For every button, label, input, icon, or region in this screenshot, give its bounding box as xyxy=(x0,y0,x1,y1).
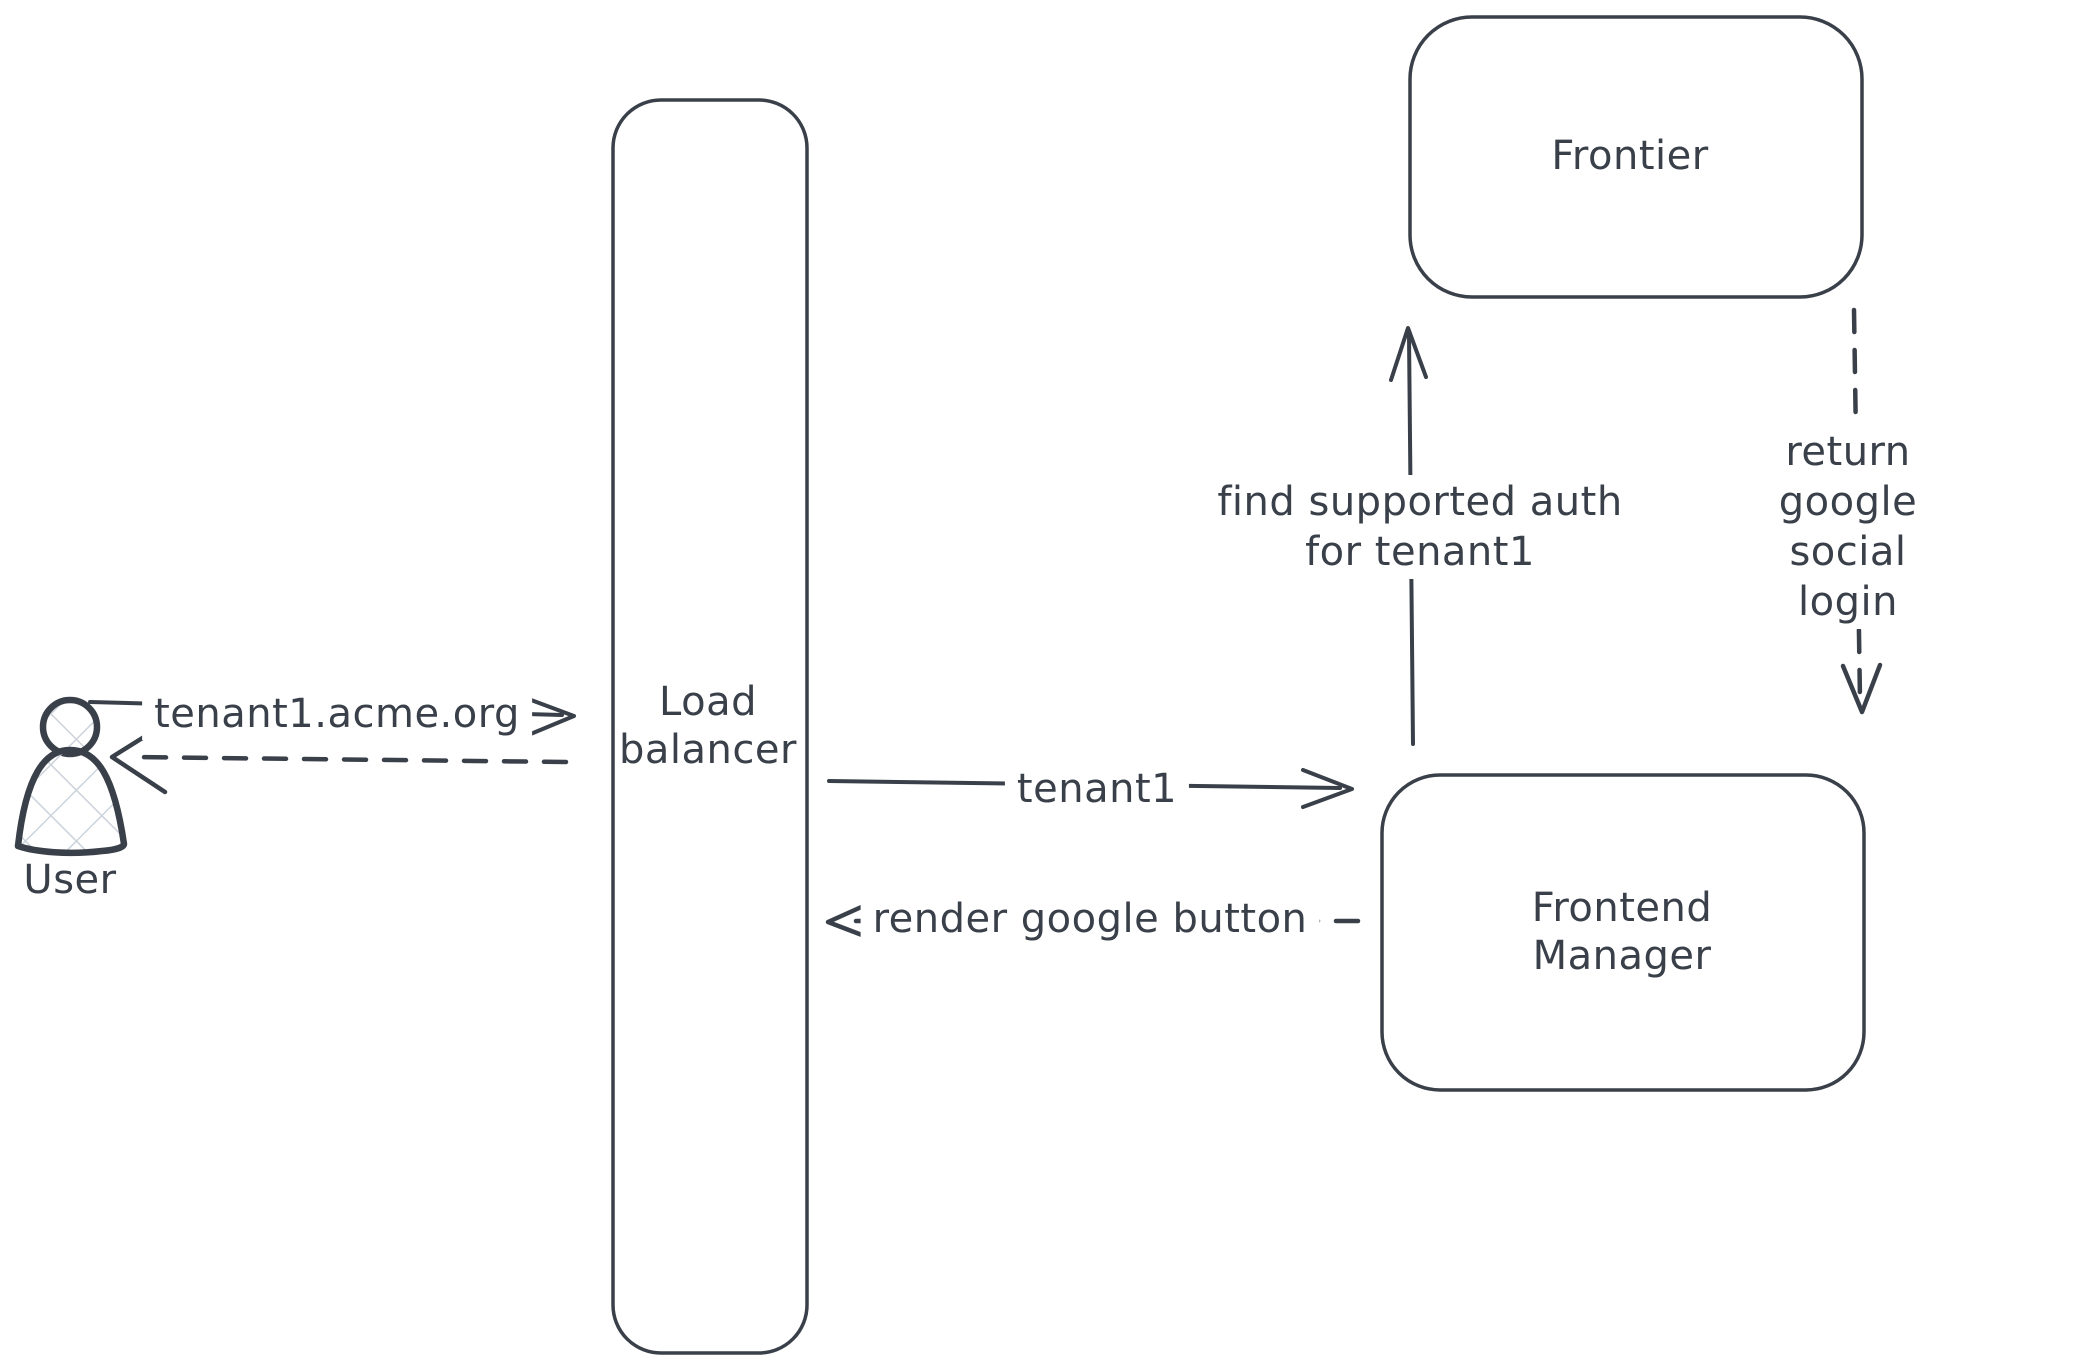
edge-label-tenant1: tenant1 xyxy=(1004,763,1190,815)
edge-label-return-google-social-login-line1: return google social xyxy=(1778,429,1918,575)
edge-label-return-google-social-login-line2: login xyxy=(1798,579,1898,625)
load-balancer-label-line1: Load xyxy=(659,679,757,725)
edge-label-render-google-button: render google button xyxy=(860,893,1320,945)
arrowhead-right-icon xyxy=(519,695,576,740)
edge-label-find-supported-auth: find supported auth for tenant1 xyxy=(1205,475,1635,579)
frontend-manager-label-line1: Frontend xyxy=(1531,885,1713,931)
arrowhead-right-icon xyxy=(1301,768,1354,809)
user-label: User xyxy=(23,857,117,903)
edge-label-find-supported-auth-line1: find supported auth xyxy=(1217,479,1623,525)
frontend-manager-label: Frontend Manager xyxy=(1532,884,1713,980)
frontend-manager-label-line2: Manager xyxy=(1532,933,1712,979)
frontier-label: Frontier xyxy=(1551,133,1709,179)
edge-label-tenant1-acme-org: tenant1.acme.org xyxy=(142,688,532,740)
edge-label-find-supported-auth-line2: for tenant1 xyxy=(1305,529,1535,575)
user-person-icon xyxy=(14,696,128,857)
arrowhead-down-icon xyxy=(1840,662,1883,715)
load-balancer-label: Load balancer xyxy=(619,678,797,774)
load-balancer-label-line2: balancer xyxy=(619,727,797,773)
edge-label-return-google-social-login: return google social login xyxy=(1730,425,1966,629)
edge-frontier-to-frontend-manager xyxy=(1840,307,1883,715)
frontier-box xyxy=(1408,15,1864,299)
arrowhead-up-icon xyxy=(1389,326,1428,382)
frontend-manager-box xyxy=(1380,773,1866,1092)
load-balancer-box xyxy=(611,98,809,1355)
